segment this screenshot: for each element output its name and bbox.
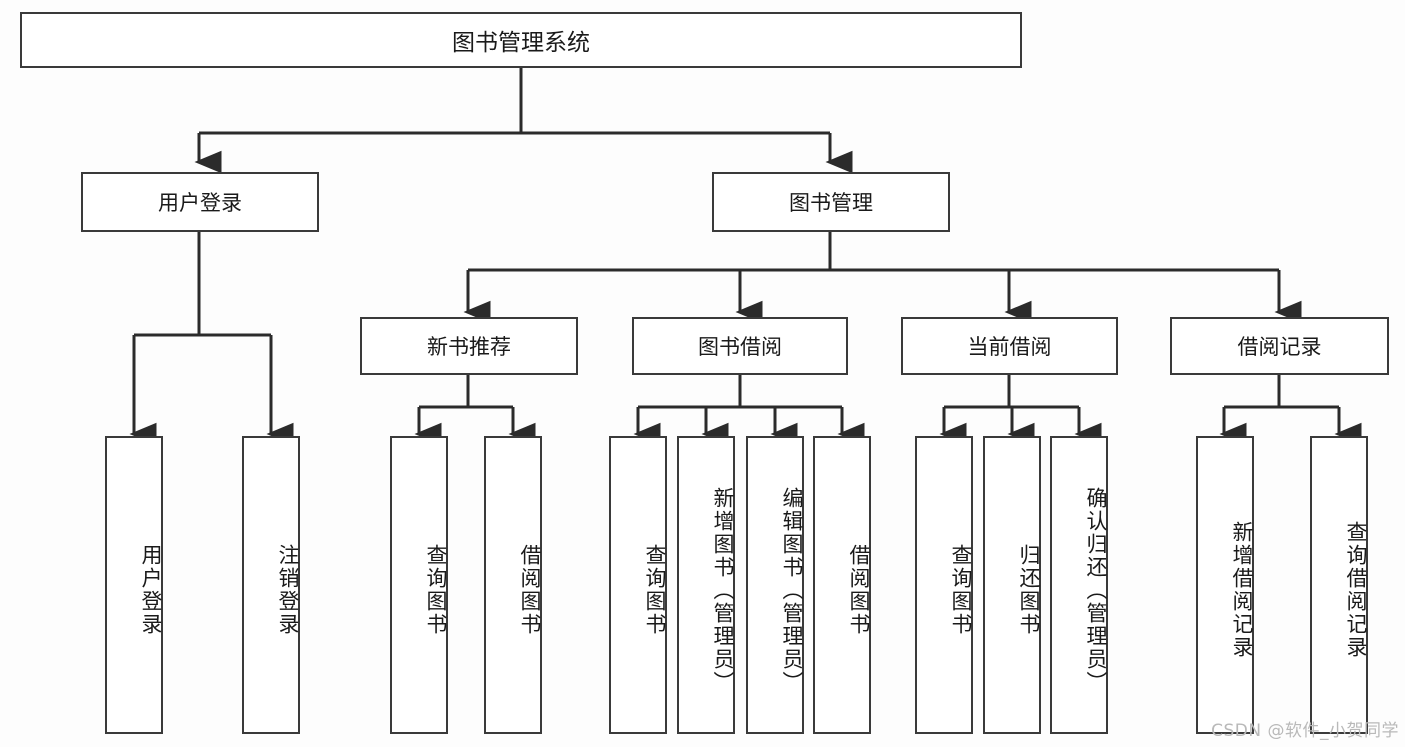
node-label: 借阅记录 <box>1237 335 1322 359</box>
leaf-edit-book-admin[interactable]: 编辑图书（管理员） <box>746 436 804 734</box>
leaf-user-login[interactable]: 用户登录 <box>105 436 163 734</box>
node-label: 归还图书 <box>1017 544 1041 636</box>
node-book-management[interactable]: 图书管理 <box>712 172 950 232</box>
leaf-borrow-book[interactable]: 借阅图书 <box>813 436 871 734</box>
leaf-return-book[interactable]: 归还图书 <box>983 436 1041 734</box>
node-user-login[interactable]: 用户登录 <box>81 172 319 232</box>
node-label: 查询图书 <box>424 544 448 636</box>
leaf-query-book-borrow[interactable]: 查询图书 <box>609 436 667 734</box>
node-label: 查询图书 <box>643 544 667 636</box>
leaf-borrow-book-recommend[interactable]: 借阅图书 <box>484 436 542 734</box>
node-label: 当前借阅 <box>967 335 1052 359</box>
node-label: 图书借阅 <box>698 335 782 359</box>
watermark-text: CSDN @软件_小贺同学 <box>1211 721 1399 741</box>
node-label: 编辑图书（管理员） <box>780 486 804 694</box>
node-label: 新增图书（管理员） <box>711 486 735 694</box>
node-book-borrow[interactable]: 图书借阅 <box>632 317 848 375</box>
node-label: 借阅图书 <box>518 544 542 636</box>
node-label: 新书推荐 <box>427 335 511 359</box>
node-label: 用户登录 <box>158 191 242 215</box>
node-label: 查询图书 <box>949 544 973 636</box>
leaf-user-logout[interactable]: 注销登录 <box>242 436 300 734</box>
node-label: 查询借阅记录 <box>1344 521 1368 659</box>
node-root-system[interactable]: 图书管理系统 <box>20 12 1022 68</box>
leaf-add-book-admin[interactable]: 新增图书（管理员） <box>677 436 735 734</box>
leaf-query-borrow-record[interactable]: 查询借阅记录 <box>1310 436 1368 734</box>
node-label: 注销登录 <box>276 544 300 636</box>
node-current-borrow[interactable]: 当前借阅 <box>901 317 1118 375</box>
node-label: 新增借阅记录 <box>1230 521 1254 659</box>
node-label: 借阅图书 <box>847 544 871 636</box>
leaf-query-book-current[interactable]: 查询图书 <box>915 436 973 734</box>
leaf-query-book-recommend[interactable]: 查询图书 <box>390 436 448 734</box>
leaf-confirm-return-admin[interactable]: 确认归还（管理员） <box>1050 436 1108 734</box>
node-label: 图书管理 <box>789 191 873 215</box>
leaf-add-borrow-record[interactable]: 新增借阅记录 <box>1196 436 1254 734</box>
node-new-book-recommend[interactable]: 新书推荐 <box>360 317 578 375</box>
node-label: 确认归还（管理员） <box>1084 486 1108 694</box>
node-label: 用户登录 <box>139 544 163 636</box>
node-label: 图书管理系统 <box>452 30 590 56</box>
node-borrow-record[interactable]: 借阅记录 <box>1170 317 1389 375</box>
